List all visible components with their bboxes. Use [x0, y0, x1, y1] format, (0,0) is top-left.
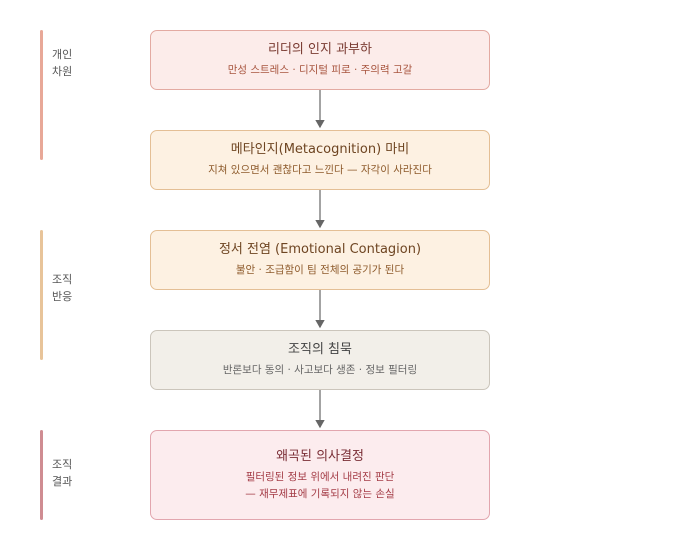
group-label-org-response: 조직 반응 — [52, 273, 73, 303]
node-title: 메타인지(Metacognition) 마비 — [230, 142, 410, 157]
group-label-individual: 개인 차원 — [52, 48, 73, 78]
node-title: 왜곡된 의사결정 — [276, 448, 364, 464]
node-subtitle: 반론보다 동의 · 사고보다 생존 · 정보 필터링 — [222, 364, 418, 376]
node-distorted-decision: 왜곡된 의사결정 필터링된 정보 위에서 내려진 판단 — 재무제표에 기록되지… — [150, 430, 490, 520]
node-subtitle: 지쳐 있으면서 괜찮다고 느낀다 — 자각이 사라진다 — [208, 164, 432, 176]
node-title: 리더의 인지 과부하 — [268, 42, 372, 57]
node-title: 정서 전염 (Emotional Contagion) — [218, 242, 422, 257]
node-subtitle-2: — 재무제표에 기록되지 않는 손실 — [245, 487, 395, 500]
node-organizational-silence: 조직의 침묵 반론보다 동의 · 사고보다 생존 · 정보 필터링 — [150, 330, 490, 390]
node-title: 조직의 침묵 — [288, 342, 352, 357]
group-bar-org-response — [40, 230, 43, 360]
node-subtitle: 만성 스트레스 · 디지털 피로 · 주의력 고갈 — [227, 64, 413, 76]
node-metacognition-paralysis: 메타인지(Metacognition) 마비 지쳐 있으면서 괜찮다고 느낀다 … — [150, 130, 490, 190]
node-cognitive-overload: 리더의 인지 과부하 만성 스트레스 · 디지털 피로 · 주의력 고갈 — [150, 30, 490, 90]
node-subtitle: 필터링된 정보 위에서 내려진 판단 — [245, 470, 395, 483]
group-bar-org-result — [40, 430, 43, 520]
group-label-org-result: 조직 결과 — [52, 458, 73, 488]
group-bar-individual — [40, 30, 43, 160]
node-subtitle: 불안 · 조급함이 팀 전체의 공기가 된다 — [235, 264, 405, 276]
node-emotional-contagion: 정서 전염 (Emotional Contagion) 불안 · 조급함이 팀 … — [150, 230, 490, 290]
